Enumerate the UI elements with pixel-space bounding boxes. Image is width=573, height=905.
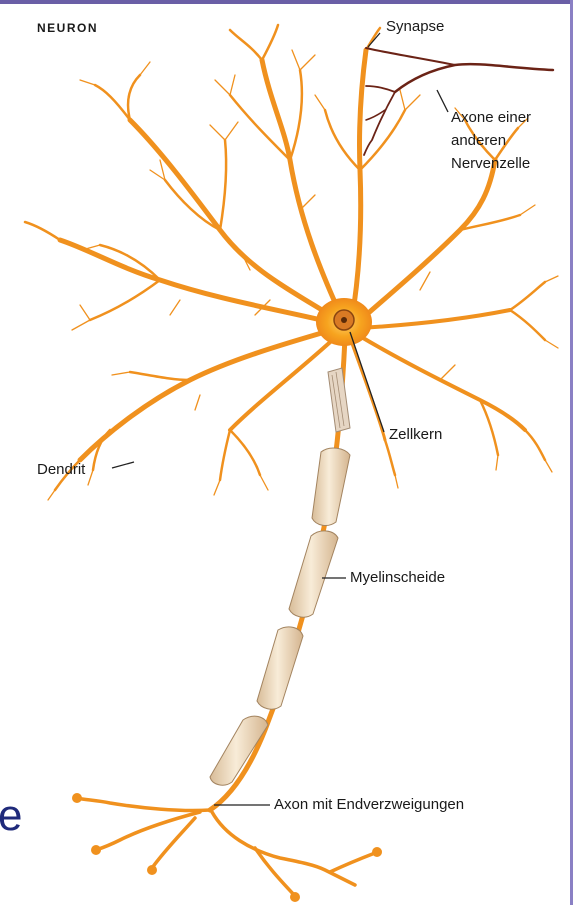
label-other-axon-line2: anderen bbox=[451, 132, 506, 150]
label-synapse: Synapse bbox=[386, 18, 444, 36]
diagram-title: NEURON bbox=[37, 21, 98, 35]
label-other-axon-line1: Axone einer bbox=[451, 109, 531, 127]
slide-text-fragment: e bbox=[0, 791, 22, 841]
soma bbox=[316, 298, 372, 346]
label-nucleus: Zellkern bbox=[389, 426, 442, 444]
dendrites bbox=[25, 25, 558, 500]
myelin-segments bbox=[210, 448, 350, 785]
label-other-axon-line3: Nervenzelle bbox=[451, 155, 530, 173]
label-myelin: Myelinscheide bbox=[350, 569, 445, 587]
label-dendrite: Dendrit bbox=[37, 461, 85, 479]
label-axon-terminal: Axon mit Endverzweigungen bbox=[274, 796, 464, 814]
axon-initial-segment bbox=[328, 368, 350, 432]
